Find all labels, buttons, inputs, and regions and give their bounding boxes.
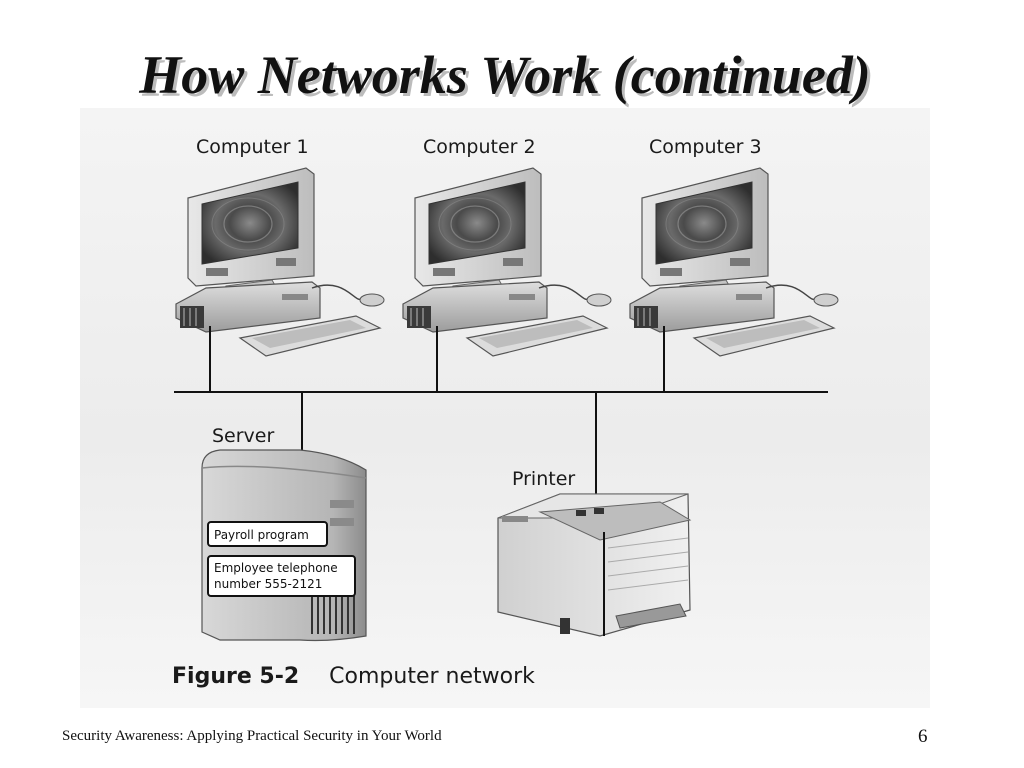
figure-caption: Figure 5-2 Computer network: [172, 664, 535, 689]
network-cabling: [174, 326, 828, 494]
computer-1: [175, 167, 385, 357]
employee-phone-text: Employee telephone number 555-2121: [214, 561, 341, 591]
payroll-program-text: Payroll program: [214, 528, 309, 542]
server-label: Server: [212, 425, 275, 447]
computer-2-label: Computer 2: [423, 136, 536, 158]
footer-text: Security Awareness: Applying Practical S…: [62, 728, 442, 744]
employee-phone-tag: [207, 555, 356, 597]
server: Payroll program Employee telephone numbe…: [201, 449, 367, 642]
computer-3: [629, 167, 839, 357]
printer: [497, 493, 692, 637]
computer-3-label: Computer 3: [649, 136, 762, 158]
page-number: 6: [918, 726, 928, 747]
figure-caption-text: Computer network: [329, 664, 535, 689]
computer-1-label: Computer 1: [196, 136, 309, 158]
figure-number: Figure 5-2: [172, 664, 300, 689]
printer-label: Printer: [512, 468, 576, 490]
computer-2: [402, 167, 612, 357]
payroll-program-tag: [207, 521, 328, 547]
slide-title: How Networks Work (continued): [139, 45, 871, 105]
